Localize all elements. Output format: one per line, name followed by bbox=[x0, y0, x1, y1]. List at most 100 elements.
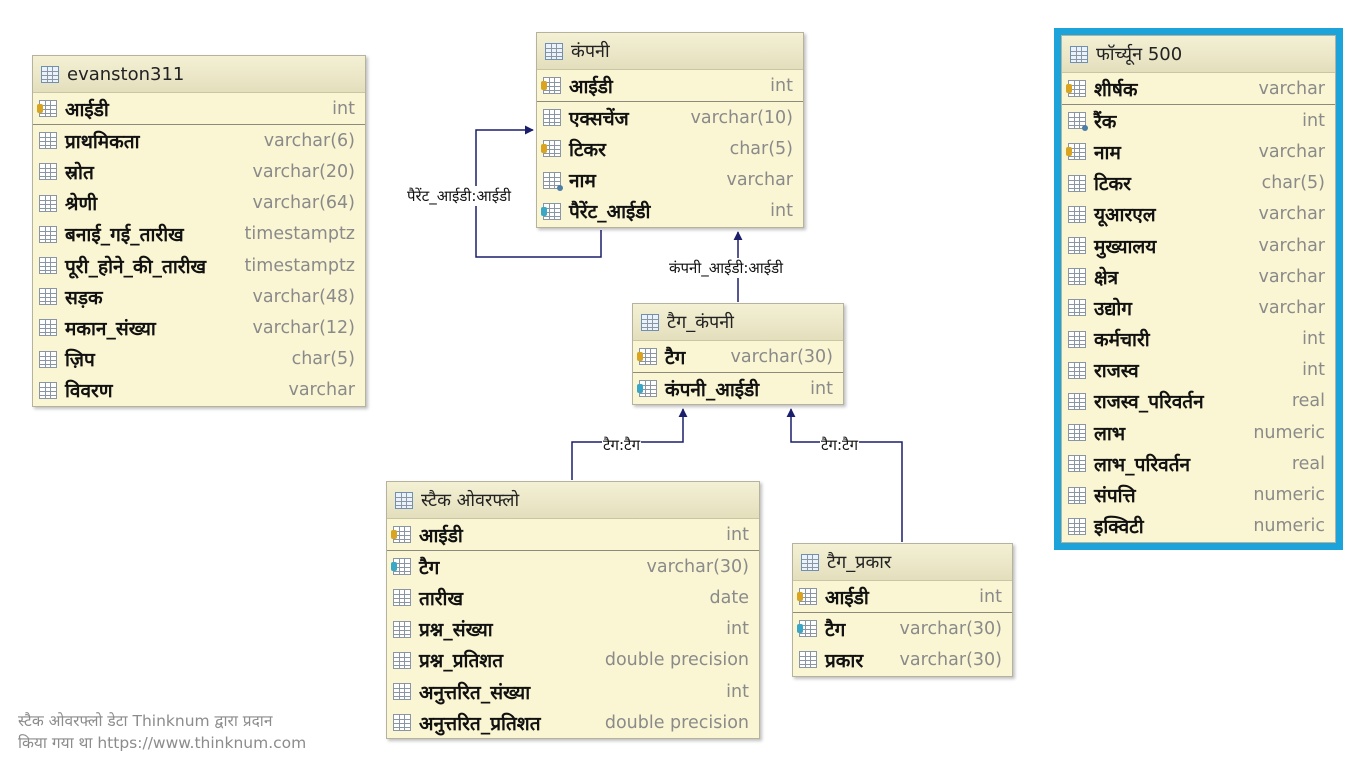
table-evanston311[interactable]: evanston311 आईडी int प्राथमिकताvarchar(6)स्… bbox=[32, 55, 366, 407]
column-icon bbox=[543, 109, 561, 127]
foreign-key-icon bbox=[797, 620, 817, 638]
column-row[interactable]: आईडी int bbox=[537, 70, 803, 103]
column-row[interactable]: पैरेंट_आईडीint bbox=[537, 196, 803, 227]
column-icon bbox=[1068, 237, 1086, 255]
column-row[interactable]: कंपनी_आईडीint bbox=[633, 373, 843, 404]
relationship-line-type-tag[interactable] bbox=[786, 408, 903, 542]
column-row[interactable]: प्राथमिकताvarchar(6) bbox=[33, 125, 365, 156]
column-icon bbox=[1068, 517, 1086, 535]
table-header[interactable]: टैग_कंपनी bbox=[633, 304, 843, 341]
column-icon bbox=[393, 589, 411, 607]
column-type: int bbox=[332, 98, 355, 119]
column-type: varchar(12) bbox=[252, 317, 355, 338]
column-name: आईडी bbox=[569, 75, 613, 98]
column-row[interactable]: संपत्तिnumeric bbox=[1062, 479, 1335, 510]
table-header[interactable]: टैग_प्रकार bbox=[793, 544, 1012, 581]
column-row[interactable]: आईडी int bbox=[33, 93, 365, 126]
column-icon bbox=[1068, 205, 1086, 223]
column-name: मकान_संख्या bbox=[65, 317, 156, 340]
column-row[interactable]: आईडीint bbox=[793, 581, 1012, 614]
column-row[interactable]: मकान_संख्या varchar(12) bbox=[33, 312, 365, 343]
column-row[interactable]: क्षेत्र varchar bbox=[1062, 261, 1335, 292]
column-row[interactable]: श्रेणीvarchar(64) bbox=[33, 188, 365, 219]
table-header[interactable]: evanston311 bbox=[33, 56, 365, 93]
column-type: varchar bbox=[1258, 266, 1325, 287]
table-header[interactable]: फॉर्च्यून 500 bbox=[1062, 36, 1335, 73]
primary-key-icon bbox=[1066, 80, 1086, 98]
column-row[interactable]: राजस्व_परिवर्तन real bbox=[1062, 386, 1335, 417]
column-type: double precision bbox=[604, 650, 749, 671]
column-row[interactable]: अनुत्तरित_संख्या int bbox=[387, 676, 759, 707]
relationship-line-parent[interactable] bbox=[475, 125, 602, 258]
column-name: अनुत्तरित_संख्या bbox=[419, 681, 531, 704]
column-icon bbox=[1068, 486, 1086, 504]
column-name: पूरी_होने_की_तारीख bbox=[65, 255, 207, 278]
column-name: संपत्ति bbox=[1094, 485, 1136, 508]
column-name: कर्मचारी bbox=[1094, 329, 1150, 352]
column-row[interactable]: नाम varchar bbox=[537, 165, 803, 196]
column-type: varchar bbox=[726, 170, 793, 191]
table-header[interactable]: कंपनी bbox=[537, 33, 803, 70]
column-row[interactable]: पूरी_होने_की_तारीख timestamptz bbox=[33, 250, 365, 281]
column-type: char(5) bbox=[291, 349, 355, 370]
column-row[interactable]: आईडीint bbox=[387, 519, 759, 552]
column-row[interactable]: कर्मचारी int bbox=[1062, 324, 1335, 355]
column-type: varchar(64) bbox=[252, 193, 355, 214]
column-type: varchar bbox=[1258, 235, 1325, 256]
column-type: timestamptz bbox=[244, 255, 355, 276]
table-icon bbox=[641, 313, 659, 331]
column-type: varchar bbox=[1258, 297, 1325, 318]
column-type: int bbox=[770, 75, 793, 96]
column-type: date bbox=[709, 587, 749, 608]
unique-column-icon bbox=[541, 140, 561, 158]
column-name: रैंक bbox=[1094, 110, 1117, 133]
column-icon bbox=[1068, 299, 1086, 317]
primary-key-icon bbox=[391, 526, 411, 544]
column-type: real bbox=[1291, 391, 1325, 412]
column-row[interactable]: इक्विटीnumeric bbox=[1062, 511, 1335, 542]
column-name: टैग bbox=[419, 556, 440, 579]
table-header[interactable]: स्टैक ओवरफ्लो bbox=[387, 482, 759, 519]
column-name: क्षेत्र bbox=[1094, 266, 1119, 289]
column-name: आईडी bbox=[65, 98, 109, 121]
column-row[interactable]: प्रश्न_संख्याint bbox=[387, 614, 759, 645]
column-type: int bbox=[726, 681, 749, 702]
column-row[interactable]: ज़िप char(5) bbox=[33, 344, 365, 375]
column-icon bbox=[39, 381, 57, 399]
column-type: int bbox=[1302, 329, 1325, 350]
column-type: numeric bbox=[1253, 422, 1325, 443]
column-name: राजस्व_परिवर्तन bbox=[1094, 391, 1204, 414]
column-name: ज़िप bbox=[65, 349, 95, 372]
primary-key-icon bbox=[797, 588, 817, 606]
column-type: varchar(6) bbox=[263, 130, 355, 151]
column-name: नाम bbox=[569, 170, 596, 193]
